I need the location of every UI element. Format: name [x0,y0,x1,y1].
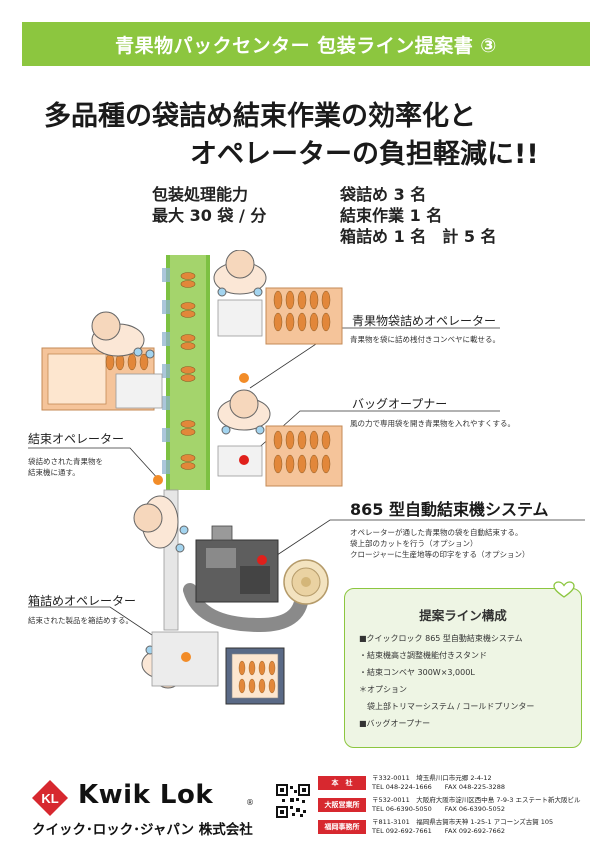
marker-tying [153,475,163,485]
panel-title: 提案ライン構成 [419,608,507,623]
office-head-address: 〒332-0011 埼玉県川口市元郷 2-4-12 [372,774,492,782]
staff-boxing: 箱詰め 1 名 計 5 名 [340,227,497,246]
panel-line: ■バッグオープナー [359,719,431,728]
callout-opener-desc: 風の力で専用袋を開き青果物を入れやすくする。 [350,419,515,428]
office-tag-fukuoka: 福岡事務所 [318,820,366,834]
upper-right-workstation [217,287,343,345]
operator-tying [133,495,189,553]
operator-left [91,311,155,359]
staff-tying: 結束作業 1 名 [340,206,443,225]
tying-machine [183,525,329,633]
marker-bagging [239,373,249,383]
capacity-block: 包装処理能力 最大 30 袋 / 分 [152,184,266,226]
line-layout-diagram [28,250,585,705]
footer: KL Kwik Lok ® クイック･ロック･ジャパン 株式会社 本 社 〒33… [0,768,612,858]
office-fukuoka-phone: TEL 092-692-7661 FAX 092-692-7662 [372,827,505,835]
staff-block: 袋詰め 3 名 結束作業 1 名 箱詰め 1 名 計 5 名 [340,184,497,247]
registered-mark: ® [246,798,254,807]
heart-icon [553,581,575,598]
operator-middle [217,389,271,435]
callout-tying-desc-1: 袋詰めされた青果物を [28,457,103,466]
marker-dots [153,373,267,662]
panel-line: ・結束コンベヤ 300W×3,000L [359,668,475,677]
kwik-lok-logo-icon: KL [32,780,68,816]
headline-line1: 多品種の袋詰め結束作業の効率化と [44,101,476,132]
staff-bagging: 袋詰め 3 名 [340,185,427,204]
callout-bagging-title: 青果物袋詰めオペレーター [352,314,497,328]
capacity-label: 包装処理能力 [152,185,249,204]
office-fukuoka-address: 〒811-3101 福岡県古賀市天神 1-25-1 アコーンズ古賀 105 [372,818,554,826]
marker-opener [239,455,249,465]
callout-tying-desc-2: 結束機に通す。 [28,468,80,477]
callout-bagging-desc: 青果物を袋に詰め桟付きコンベヤに載せる。 [350,335,500,344]
office-tag-head: 本 社 [318,776,366,790]
operator-top [213,250,267,297]
callout-machine-desc: オペレーターが通した青果物の袋を自動結束する。 袋上部のカットを行う（オプション… [350,527,529,560]
boxing-station [151,631,285,705]
marker-machine [257,555,267,565]
title-banner: 青果物パックセンター 包装ライン提案書 ③ [22,22,590,66]
logo-wordmark: Kwik Lok [78,780,214,810]
headline-line2: オペレーターの負担軽減に!! [190,139,539,170]
office-osaka-address: 〒532-0011 大阪府大阪市淀川区西中島 7-9-3 エステート新大阪ビル [372,796,581,804]
callout-opener-title: バッグオープナー [352,397,448,411]
callout-machine-title: 865 型自動結束機システム [350,500,549,519]
qr-code-icon [276,784,310,818]
callout-boxing-desc: 結束された製品を箱詰めする。 [28,616,133,625]
panel-line: 袋上部トリマーシステム / コールドプリンター [359,702,535,711]
panel-line: ・結束機高さ調整機能付きスタンド [359,651,487,660]
callout-tying-desc: 袋詰めされた青果物を 結束機に通す。 [28,456,103,478]
panel-line: ＊オプション [359,685,407,694]
left-workstation [41,347,163,411]
lower-right-workstation [217,425,343,487]
banner-title: 青果物パックセンター 包装ライン提案書 ③ [115,34,497,57]
capacity-value: 最大 30 袋 / 分 [152,206,267,225]
callout-machine-desc-1: オペレーターが通した青果物の袋を自動結束する。 [350,528,523,537]
proposal-panel: 提案ライン構成 ■クイックロック 865 型自動結束機システム ・結束機高さ調整… [344,581,582,748]
callout-boxing-title: 箱詰めオペレーター [28,594,137,608]
panel-line: ■クイックロック 865 型自動結束機システム [359,634,523,643]
company-name: クイック･ロック･ジャパン 株式会社 [32,822,253,838]
callout-machine-desc-3: クロージャーに生産地等の印字をする（オプション） [350,550,530,559]
logo-badge-text: KL [41,791,58,806]
marker-boxing [181,652,191,662]
office-tag-osaka: 大阪営業所 [318,798,366,812]
callout-machine-desc-2: 袋上部のカットを行う（オプション） [350,539,478,548]
callout-tying-title: 結束オペレーター [28,432,125,446]
office-osaka-phone: TEL 06-6390-5050 FAX 06-6390-5052 [372,805,505,813]
office-head-phone: TEL 048-224-1666 FAX 048-225-3288 [372,783,505,791]
slatted-conveyor [162,255,210,490]
